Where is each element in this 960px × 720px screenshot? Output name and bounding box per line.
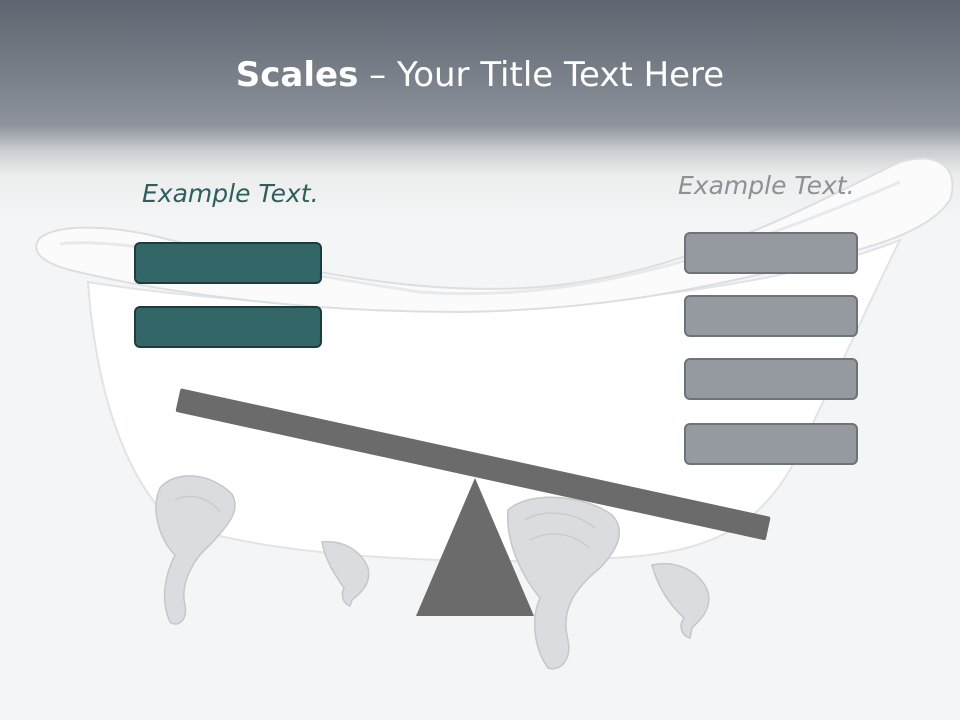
right-label: Example Text. [678, 171, 855, 200]
right-weight-box-1[interactable] [684, 232, 858, 274]
right-weight-box-2[interactable] [684, 295, 858, 337]
title-bold-word: Scales [235, 55, 359, 95]
left-weight-box-2[interactable] [134, 306, 322, 348]
scale-fulcrum-triangle [416, 478, 534, 616]
left-label: Example Text. [142, 179, 319, 208]
title-rest: – Your Title Text Here [358, 55, 725, 95]
slide-title: Scales – Your Title Text Here [0, 52, 960, 98]
left-weight-box-1[interactable] [134, 242, 322, 284]
right-weight-box-3[interactable] [684, 358, 858, 400]
right-weight-box-4[interactable] [684, 423, 858, 465]
